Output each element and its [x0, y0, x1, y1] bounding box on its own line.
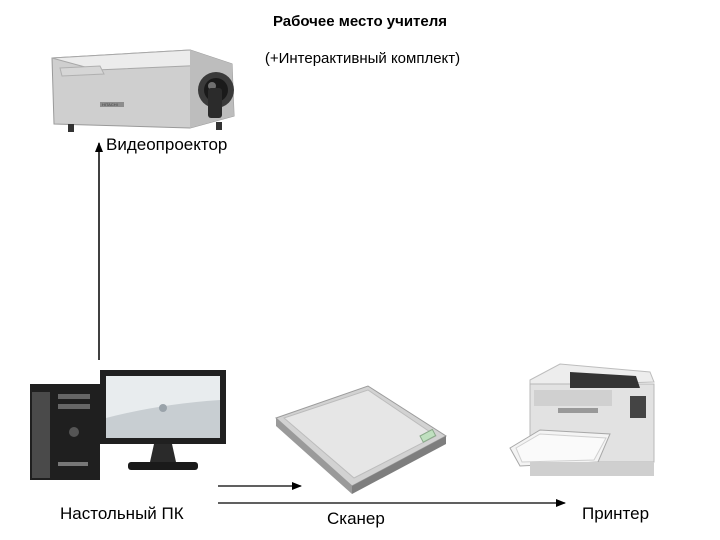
pc-label: Настольный ПК [60, 504, 184, 523]
printer-icon [509, 363, 655, 476]
printer-label: Принтер [582, 504, 650, 523]
scanner-icon [275, 385, 447, 494]
projector-brand-logo: HITACHI [102, 102, 118, 107]
page-subtitle: (+Интерактивный комплект) [264, 50, 461, 67]
projector-icon: HITACHI [51, 49, 235, 132]
page-title: Рабочее место учителя [272, 13, 448, 30]
scanner-label: Сканер [327, 509, 385, 528]
projector-label: Видеопроектор [106, 135, 228, 154]
desktop-pc-icon [30, 370, 226, 480]
